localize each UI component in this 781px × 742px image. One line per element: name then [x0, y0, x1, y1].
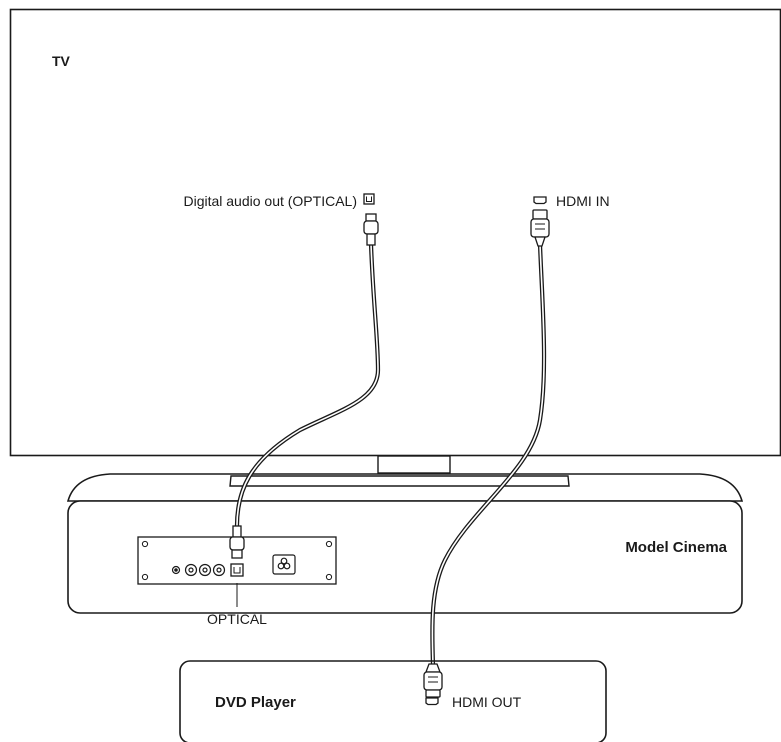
hdmi-port-icon — [425, 697, 439, 706]
hdmi-plug-icon — [423, 663, 443, 698]
hdmi-port-icon — [533, 196, 547, 205]
tv-screen — [9, 8, 781, 457]
tv-hdmi-label: HDMI IN — [556, 193, 610, 209]
dvd-player — [179, 660, 607, 742]
optical-cable — [234, 243, 381, 531]
optical-plug-icon — [363, 213, 379, 246]
tv-label: TV — [52, 53, 71, 69]
tv-optical-label: Digital audio out (OPTICAL) — [183, 193, 357, 209]
dvd-player-label: DVD Player — [215, 694, 296, 711]
optical-port-icon — [230, 563, 244, 577]
hdmi-plug-icon — [530, 209, 550, 247]
hdmi-cable — [430, 243, 547, 666]
optical-port-icon — [363, 193, 375, 205]
soundbar-label: Model Cinema — [625, 539, 727, 556]
audio-jack-icon — [171, 563, 226, 577]
power-socket-icon — [272, 554, 296, 575]
dvd-hdmi-label: HDMI OUT — [452, 694, 522, 710]
soundbar-optical-label: OPTICAL — [207, 611, 267, 627]
optical-plug-icon — [229, 525, 245, 559]
